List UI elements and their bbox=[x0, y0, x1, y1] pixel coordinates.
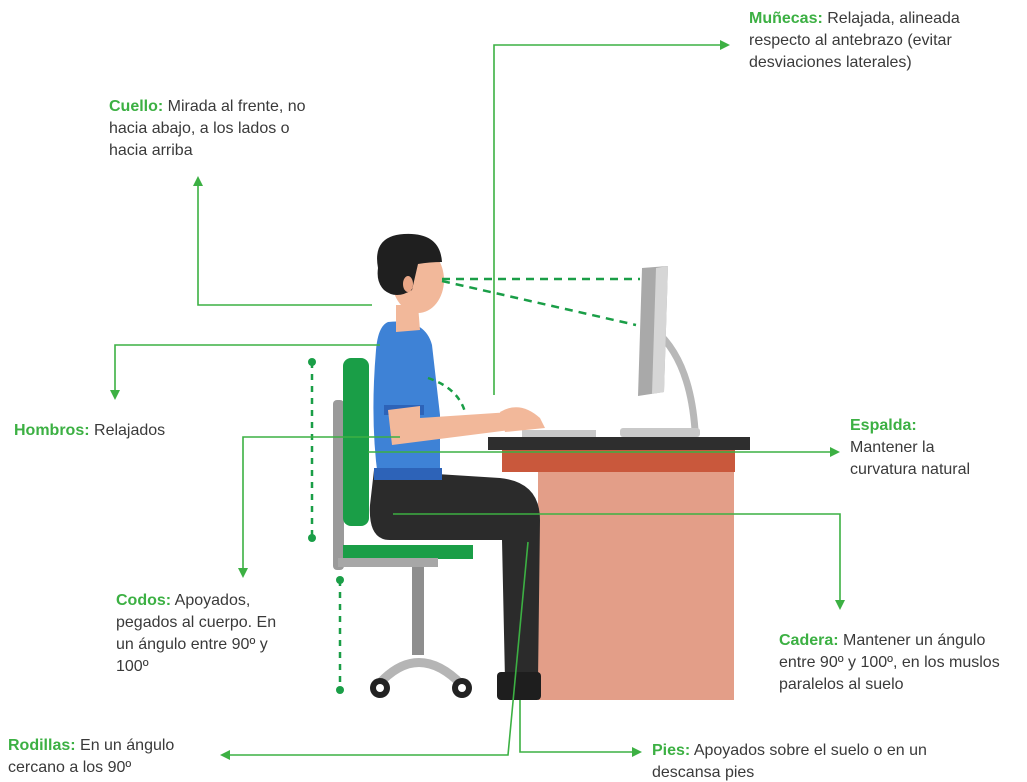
codos-text: Apoyados, pegados al cuerpo. En un ángul… bbox=[116, 592, 277, 675]
codos-label: Codos: Apoyados, pegados al cuerpo. En u… bbox=[116, 590, 298, 678]
rodillas-text: En un ángulo cercano a los 90º bbox=[8, 737, 175, 776]
rodillas-title: Rodillas: bbox=[8, 737, 76, 754]
cadera-text: Mantener un ángulo entre 90º y 100º, en … bbox=[779, 632, 1000, 693]
cuello-label: Cuello: Mirada al frente, no hacia abajo… bbox=[109, 96, 309, 162]
munecas-label: Muñecas: Relajada, alineada respecto al … bbox=[749, 8, 1024, 74]
hombros-label: Hombros: Relajados bbox=[14, 420, 234, 442]
monitor bbox=[620, 266, 700, 437]
cadera-title: Cadera: bbox=[779, 632, 839, 649]
person bbox=[369, 233, 545, 700]
codos-title: Codos: bbox=[116, 592, 172, 609]
munecas-title: Muñecas: bbox=[749, 10, 823, 27]
munecas-text: Relajada, alineada respecto al antebrazo… bbox=[749, 10, 960, 71]
espalda-text: Mantener la curvatura natural bbox=[850, 439, 971, 478]
pies-text: Apoyados sobre el suelo o en un descansa… bbox=[652, 742, 927, 781]
hombros-title: Hombros: bbox=[14, 422, 90, 439]
cuello-title: Cuello: bbox=[109, 98, 164, 115]
hombros-text: Relajados bbox=[94, 422, 166, 439]
cuello-text: Mirada al frente, no hacia abajo, a los … bbox=[109, 98, 306, 159]
rodillas-label: Rodillas: En un ángulo cercano a los 90º bbox=[8, 735, 213, 779]
espalda-label: Espalda: Mantener la curvatura natural bbox=[850, 415, 1000, 481]
espalda-title: Espalda: bbox=[850, 417, 917, 434]
keyboard bbox=[522, 430, 596, 437]
desk bbox=[488, 437, 750, 700]
pies-label: Pies: Apoyados sobre el suelo o en un de… bbox=[652, 740, 982, 782]
pies-title: Pies: bbox=[652, 742, 691, 759]
cadera-label: Cadera: Mantener un ángulo entre 90º y 1… bbox=[779, 630, 1024, 696]
chair bbox=[333, 358, 473, 698]
